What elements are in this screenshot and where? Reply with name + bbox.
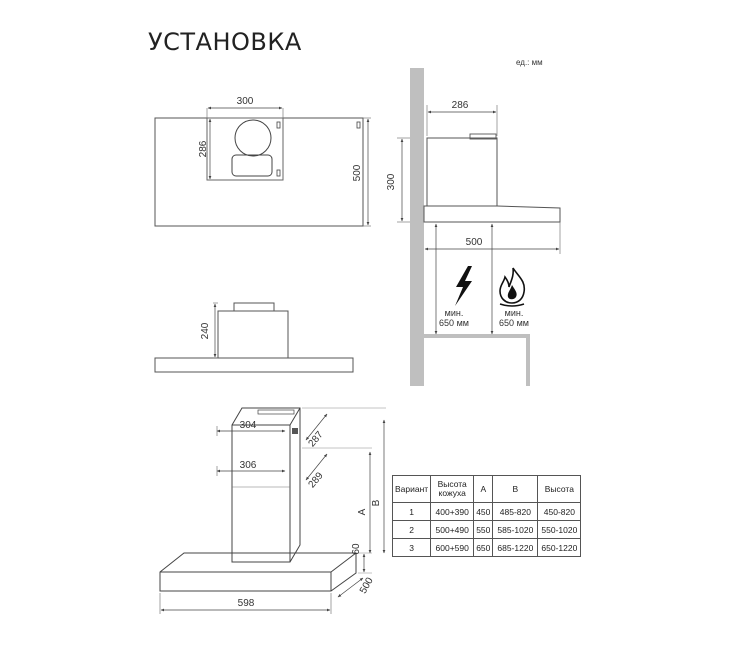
mount-slot-top [276, 121, 281, 129]
dim-iso-top-depth: 287 [307, 429, 326, 449]
iso-chimney [231, 407, 301, 563]
exhaust-outlet [234, 119, 272, 157]
table-row: 3 600+590 650 685-1220 650-1220 [391, 538, 582, 557]
dim-side-depth: 286 [452, 100, 469, 111]
dim-iso-mid-depth: 289 [307, 470, 326, 490]
header-variant: Вариант [391, 475, 432, 503]
table-cell: 485-820 [492, 502, 539, 521]
mount-slot-right [356, 121, 361, 129]
flame-icon [499, 267, 526, 307]
dim-iso-canopy-depth: 500 [358, 575, 376, 595]
electric-clearance-label: мин. [445, 308, 464, 318]
bottom-view: 240 [154, 302, 354, 373]
dim-bottom-height: 240 [200, 322, 211, 339]
dim-iso-label-a: A [357, 508, 368, 515]
table-cell: 400+390 [430, 502, 475, 521]
table-cell: 550 [473, 520, 494, 539]
motor-block [231, 154, 273, 177]
front-chimney-outline [206, 117, 284, 181]
page-title: УСТАНОВКА [148, 28, 302, 56]
iso-motor [257, 409, 295, 415]
isometric-view: 304 287 306 289 B A 60 500 598 [159, 407, 386, 614]
gas-clearance-label: мин. [505, 308, 524, 318]
table-cell: 450 [473, 502, 494, 521]
front-view: 300 286 500 [154, 96, 371, 227]
wall [410, 68, 424, 386]
header-casing-height: Высота кожуха [430, 475, 475, 503]
side-view: 286 300 500 мин. 650 мм мин. 650 мм [386, 68, 561, 386]
dim-iso-label-b: B [371, 499, 382, 506]
mount-slot-bottom [276, 169, 281, 177]
dim-side-bottom-depth: 500 [466, 237, 483, 248]
table-row: 2 500+490 550 585-1020 550-1020 [391, 520, 582, 539]
header-height: Высота [537, 475, 582, 503]
gas-clearance-value: 650 мм [499, 318, 529, 328]
iso-canopy [159, 552, 357, 592]
table-cell: 550-1020 [537, 520, 582, 539]
table-row: 1 400+390 450 485-820 450-820 [391, 502, 582, 521]
dim-side-height: 300 [386, 173, 397, 190]
table-cell: 1 [391, 502, 432, 521]
dim-iso-canopy-height: 60 [351, 543, 362, 555]
dim-front-top-width: 300 [237, 96, 254, 107]
dim-iso-width: 598 [238, 598, 255, 609]
table-cell: 3 [391, 538, 432, 557]
table-cell: 585-1020 [492, 520, 539, 539]
electric-clearance-value: 650 мм [439, 318, 469, 328]
header-b: B [492, 475, 539, 503]
iso-vent-grille [292, 428, 298, 434]
bottom-view-chimney [217, 310, 289, 359]
table-cell: 600+590 [430, 538, 475, 557]
table-cell: 650-1220 [537, 538, 582, 557]
dim-iso-mid-width: 306 [240, 460, 257, 471]
side-chimney [426, 137, 498, 207]
front-panel [154, 117, 364, 227]
units-label: ед.: мм [516, 58, 543, 67]
dim-iso-top-width: 304 [240, 420, 257, 431]
header-a: A [473, 475, 494, 503]
bottom-view-motor [233, 302, 275, 312]
table-cell: 685-1220 [492, 538, 539, 557]
side-canopy [423, 205, 561, 223]
table-cell: 500+490 [430, 520, 475, 539]
countertop [424, 334, 530, 386]
lightning-icon [455, 266, 472, 306]
bottom-view-canopy [154, 357, 354, 373]
table-cell: 2 [391, 520, 432, 539]
variants-table: Вариант Высота кожуха A B Высота 1 400+3… [391, 475, 582, 557]
dim-front-height: 500 [352, 164, 363, 181]
table-cell: 650 [473, 538, 494, 557]
table-header-row: Вариант Высота кожуха A B Высота [391, 475, 582, 503]
table-cell: 450-820 [537, 502, 582, 521]
dim-front-top-height: 286 [198, 140, 209, 157]
side-motor [469, 133, 497, 140]
